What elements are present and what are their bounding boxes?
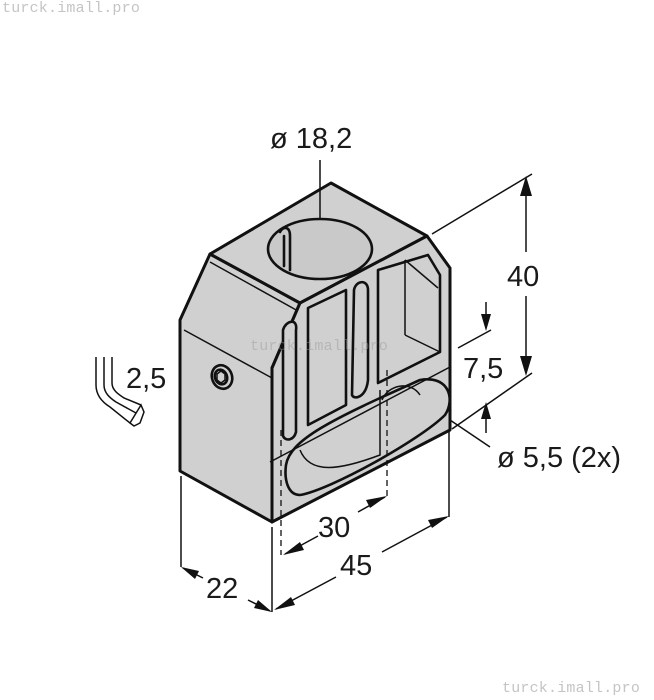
- depth-label: 22: [206, 573, 238, 605]
- lower-slot-arc: [381, 385, 421, 401]
- hole-spacing-label: 30: [318, 512, 350, 544]
- hex-key-icon: [95, 357, 145, 427]
- center-line: [269, 366, 451, 463]
- set-screw: [210, 363, 234, 391]
- bore-diameter-label: ø 18,2: [270, 123, 352, 155]
- watermark-top-left: turck.imall.pro: [2, 0, 141, 17]
- window-inner-edge-2: [404, 334, 441, 353]
- front-window-center-left: [306, 288, 348, 427]
- top-bevel-edge-line: [209, 261, 299, 312]
- hole-offset-label: 7,5: [463, 353, 503, 385]
- front-slot-left: [281, 320, 298, 441]
- bracket-body: [178, 181, 452, 524]
- bore-slot: [278, 226, 292, 272]
- height-label: 40: [507, 261, 539, 293]
- window-inner-edge-3: [404, 259, 439, 289]
- lower-slot: [284, 378, 451, 497]
- mounting-holes-label: ø 5,5 (2x): [497, 442, 621, 474]
- dimension-lines: [180, 160, 533, 612]
- hex-key-size-label: 2,5: [126, 363, 166, 395]
- front-window-right: [376, 253, 442, 385]
- lower-slot-inner: [299, 390, 381, 469]
- watermark-bottom-right: turck.imall.pro: [502, 680, 641, 697]
- watermark-center: turck.imall.pro: [250, 338, 389, 355]
- bevel-edge-line: [183, 329, 273, 379]
- width-label: 45: [340, 550, 372, 582]
- front-slot-center: [350, 280, 370, 399]
